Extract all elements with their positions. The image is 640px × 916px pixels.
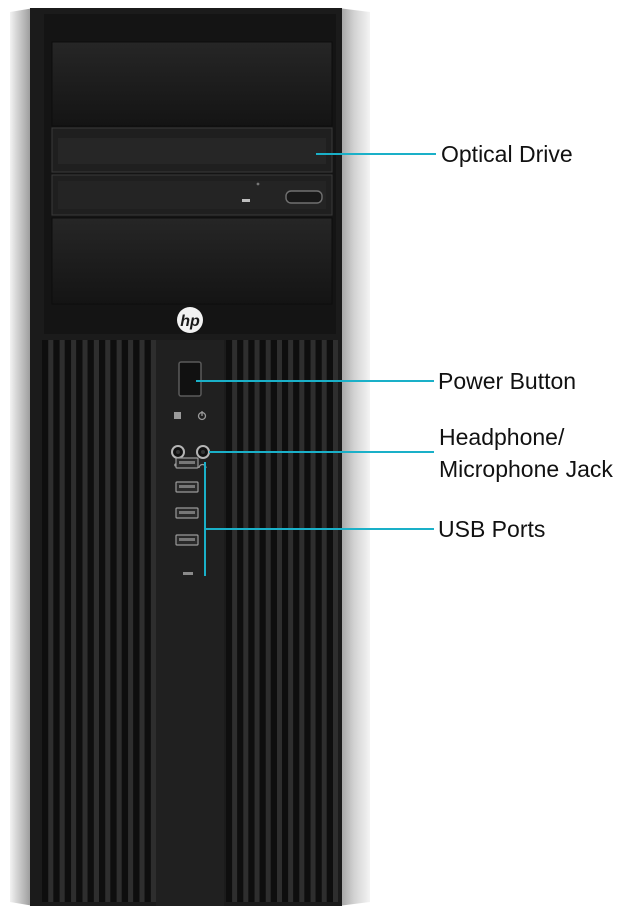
vent-slat-highlight xyxy=(265,340,271,902)
vent-slat-highlight xyxy=(48,340,54,902)
vent-slat xyxy=(144,340,151,902)
usb-bracket-vertical xyxy=(204,462,206,576)
vent-slat xyxy=(315,340,322,902)
hp-logo: hp xyxy=(177,307,203,333)
vent-slat-highlight xyxy=(82,340,88,902)
power-button-label: Power Button xyxy=(438,368,577,394)
usb-icon xyxy=(183,572,193,575)
optical-drive-leader-line xyxy=(316,153,436,155)
vent-slat-highlight xyxy=(232,340,238,902)
svg-text:hp: hp xyxy=(180,313,200,330)
vent-slat xyxy=(53,340,60,902)
vent-slat xyxy=(270,340,277,902)
audio-jack-label-line2: Microphone Jack xyxy=(439,456,613,482)
power-button-leader-line xyxy=(196,380,434,382)
activity-led-icon xyxy=(242,199,250,202)
vent-slat xyxy=(259,340,266,902)
optical-drive xyxy=(51,127,333,216)
vent-slat-highlight xyxy=(276,340,282,902)
vent-slat-highlight xyxy=(93,340,99,902)
audio-jack-leader-line xyxy=(209,451,434,453)
vent-slat-highlight xyxy=(116,340,122,902)
vent-slat-highlight xyxy=(299,340,305,902)
usb-port[interactable] xyxy=(175,507,199,519)
vent-slat xyxy=(293,340,300,902)
vent-slat xyxy=(121,340,129,902)
power-button[interactable] xyxy=(178,361,202,397)
vent-slat xyxy=(110,340,117,902)
usb-ports-leader-line xyxy=(204,528,434,530)
usb-port[interactable] xyxy=(175,481,199,493)
vent-slat xyxy=(237,340,244,902)
vent-slat xyxy=(248,340,255,902)
vent-slat xyxy=(304,340,311,902)
vent-slat-highlight xyxy=(71,340,77,902)
vent-slat-highlight xyxy=(139,340,145,902)
vent-slat-highlight xyxy=(128,340,134,902)
vent-slat xyxy=(76,340,83,902)
vent-slat xyxy=(282,340,289,902)
audio-jack-label-line1: Headphone/ xyxy=(439,424,565,450)
vent-slat xyxy=(64,340,72,902)
vent-slat-highlight xyxy=(105,340,111,902)
vent-slat-highlight xyxy=(59,340,65,902)
blank-drive-bay xyxy=(51,217,333,305)
vent-slat xyxy=(133,340,140,902)
vent-slat-highlight xyxy=(310,340,316,902)
vent-slat xyxy=(99,340,106,902)
vent-slat-highlight xyxy=(243,340,249,902)
drive-activity-icon xyxy=(174,412,181,419)
vent-slat-highlight xyxy=(321,340,327,902)
power-symbol-icon xyxy=(197,411,207,421)
usb-port[interactable] xyxy=(175,457,199,469)
optical-drive-label: Optical Drive xyxy=(441,141,573,167)
vent-slat xyxy=(87,340,94,902)
usb-port[interactable] xyxy=(175,534,199,546)
microphone-jack[interactable] xyxy=(171,445,185,459)
vent-slat xyxy=(42,340,49,902)
eject-button[interactable] xyxy=(285,190,323,204)
vent-slat-highlight xyxy=(150,340,156,902)
vent-grille-right xyxy=(226,340,338,902)
vent-slat-highlight xyxy=(288,340,294,902)
vent-slat xyxy=(226,340,233,902)
vent-slat xyxy=(326,340,333,902)
vent-slat-highlight xyxy=(254,340,260,902)
usb-port-group xyxy=(175,457,199,575)
vent-slat-highlight xyxy=(332,340,338,902)
center-control-strip xyxy=(156,340,224,906)
headphone-jack[interactable] xyxy=(196,445,210,459)
vent-grille-left xyxy=(42,340,156,902)
usb-ports-label: USB Ports xyxy=(438,516,546,542)
